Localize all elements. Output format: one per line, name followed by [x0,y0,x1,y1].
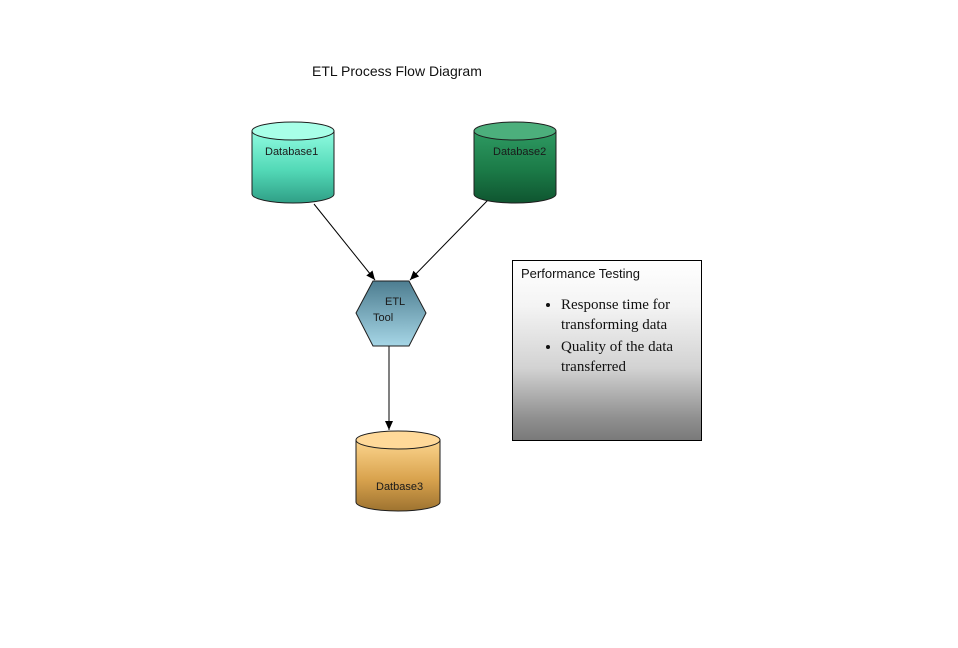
database2-cylinder [473,121,557,204]
database1-cylinder [251,121,335,204]
performance-testing-list: Response time for transforming data Qual… [521,295,701,379]
edge-database2-to-etl-tool [409,199,489,281]
database3-cylinder [355,430,441,512]
database2-label: Database2 [493,146,547,158]
etl-tool-hexagon [355,280,427,347]
diagram-title: ETL Process Flow Diagram [312,63,482,79]
etl-tool-label-line2: Tool [373,312,394,324]
etl-tool-label-line1: ETL [385,296,406,308]
database1-label: Database1 [265,146,319,158]
performance-testing-item: Response time for transforming data [561,295,701,335]
performance-testing-box: Performance Testing Response time for tr… [512,260,702,441]
edge-database1-to-etl-tool [313,203,376,281]
performance-testing-item: Quality of the data transferred [561,337,701,377]
database3-label: Datbase3 [376,481,424,493]
performance-testing-title: Performance Testing [521,266,640,281]
